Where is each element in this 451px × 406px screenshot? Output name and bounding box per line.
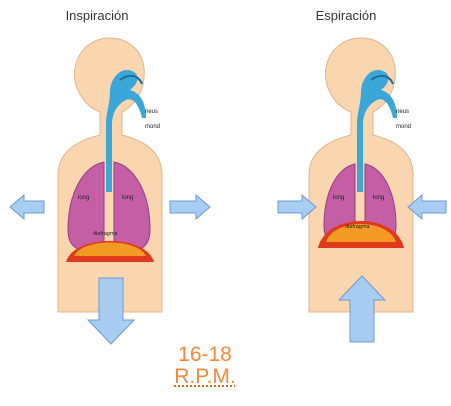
expiration-figure: neus mond long long diafragma	[278, 38, 446, 342]
breathing-rate: 16-18 R.P.M.	[150, 344, 260, 388]
arrow-in-right-icon	[408, 195, 446, 219]
nose-label-left: neus	[145, 109, 158, 115]
lung-label-right-b: long	[373, 195, 384, 201]
diaphragm-label-left: diafragma	[93, 231, 118, 237]
mouth-label-left: mond	[145, 124, 160, 130]
diaphragm-label-right: diafragma	[345, 224, 370, 230]
nose-label-right: neus	[396, 109, 409, 115]
rate-value: 16-18	[150, 344, 260, 366]
arrow-out-left-icon	[10, 195, 44, 219]
inspiration-figure: neus mond long long diafragma	[10, 38, 210, 344]
arrow-out-right-icon	[170, 195, 210, 219]
rate-unit: R.P.M.	[150, 366, 260, 388]
lung-label-right-a: long	[333, 195, 344, 201]
lung-label-left-b: long	[122, 195, 133, 201]
mouth-label-right: mond	[396, 124, 411, 130]
lung-label-left-a: long	[78, 195, 89, 201]
